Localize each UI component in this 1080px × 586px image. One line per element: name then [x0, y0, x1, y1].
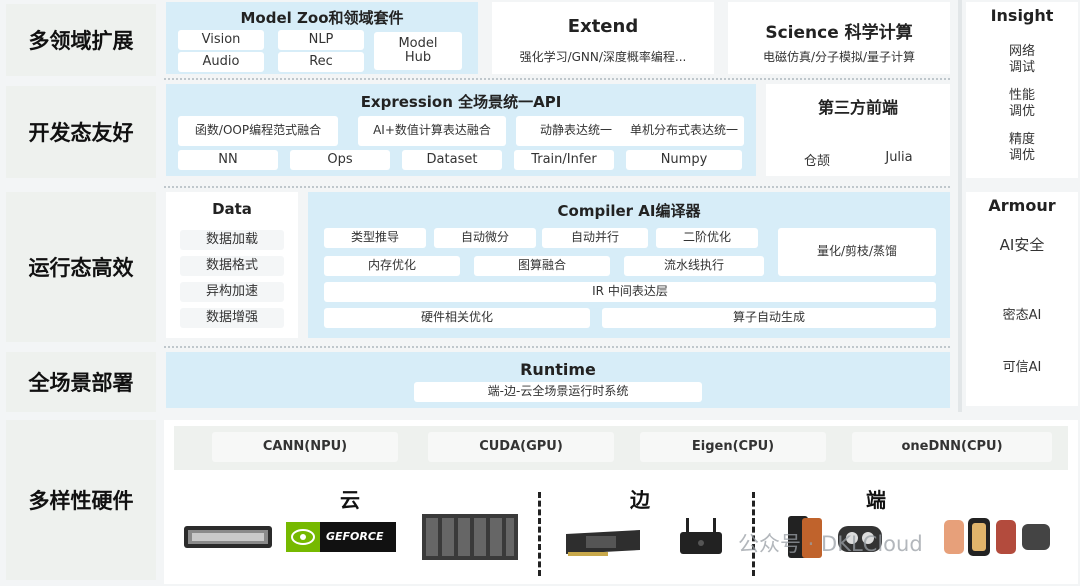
runtime-desc: 端-边-云全场景运行时系统	[414, 382, 702, 402]
compiler-op-gen: 算子自动生成	[602, 308, 936, 328]
third-party-julia: Julia	[864, 150, 934, 165]
expression-dataset: Dataset	[402, 150, 502, 170]
expression-title: Expression 全场景统一API	[166, 91, 756, 112]
data-augment: 数据增强	[180, 308, 284, 328]
extend-panel: Extend 强化学习/GNN/深度概率编程...	[492, 2, 714, 74]
compiler-memory-opt: 内存优化	[324, 256, 460, 276]
row-label-multidomain: 多领域扩展	[6, 4, 156, 76]
data-panel: Data 数据加载 数据格式 异构加速 数据增强	[166, 192, 298, 338]
data-title: Data	[166, 200, 298, 218]
hw-group-device: 端	[846, 484, 906, 513]
compiler-type-infer: 类型推导	[324, 228, 426, 248]
nvidia-geforce-logo-icon: GEFORCE	[286, 522, 396, 552]
third-party-title: 第三方前端	[766, 94, 950, 118]
runtime-panel: Runtime 端-边-云全场景运行时系统	[166, 352, 950, 408]
data-accel: 异构加速	[180, 282, 284, 302]
science-panel: Science 科学计算 电磁仿真/分子模拟/量子计算	[728, 2, 950, 74]
compiler-autoparallel: 自动并行	[542, 228, 648, 248]
compiler-quantization: 量化/剪枝/蒸馏	[778, 228, 936, 276]
row-label-devfriendly: 开发态友好	[6, 86, 156, 178]
compiler-ir: IR 中间表达层	[324, 282, 936, 302]
expression-ai-numeric: AI+数值计算表达融合	[358, 116, 506, 146]
compiler-second-order: 二阶优化	[656, 228, 758, 248]
watermark: 公众号 · DKLCloud	[738, 528, 938, 558]
hw-group-cloud: 云	[320, 484, 380, 513]
backend-cuda: CUDA(GPU)	[428, 432, 614, 462]
backend-eigen: Eigen(CPU)	[640, 432, 826, 462]
expression-ops: Ops	[290, 150, 390, 170]
science-title: Science 科学计算	[728, 18, 950, 43]
expression-nn: NN	[178, 150, 278, 170]
server-rack-icon	[420, 512, 520, 562]
compiler-panel: Compiler AI编译器 类型推导 自动微分 自动并行 二阶优化 量化/剪枝…	[308, 192, 950, 338]
compiler-title: Compiler AI编译器	[308, 200, 950, 221]
expression-oop: 函数/OOP编程范式融合	[178, 116, 338, 146]
model-zoo-title: Model Zoo和领域套件	[166, 7, 478, 28]
accelerator-card-icon	[562, 526, 644, 558]
data-loading: 数据加载	[180, 230, 284, 250]
insight-network-debug: 网络调试	[972, 44, 1072, 77]
armour-trusted-ai: 可信AI	[972, 360, 1072, 376]
data-format: 数据格式	[180, 256, 284, 276]
separator	[164, 186, 950, 188]
model-zoo-audio: Audio	[178, 52, 264, 72]
armour-title: Armour	[966, 196, 1078, 215]
expression-static-dynamic: 动静表达统一	[516, 116, 636, 146]
right-divider	[958, 0, 962, 412]
expression-distributed: 单机分布式表达统一	[624, 116, 744, 146]
expression-numpy: Numpy	[626, 150, 742, 170]
third-party-panel: 第三方前端 仓颉 Julia	[766, 84, 950, 176]
compiler-autodiff: 自动微分	[434, 228, 536, 248]
model-zoo-nlp: NLP	[278, 30, 364, 50]
extend-title: Extend	[492, 16, 714, 37]
hw-group-edge: 边	[610, 484, 670, 513]
smartwatch-icon	[942, 514, 1054, 560]
third-party-cangjie: 仓颉	[782, 150, 852, 169]
geforce-text: GEFORCE	[326, 530, 383, 543]
model-zoo-hub: Model Hub	[374, 32, 462, 70]
extend-desc: 强化学习/GNN/深度概率编程...	[492, 48, 714, 65]
insight-performance: 性能调优	[972, 88, 1072, 121]
separator	[164, 78, 950, 80]
gpu-card-icon	[182, 520, 274, 554]
insight-precision: 精度调优	[972, 132, 1072, 165]
backend-onednn: oneDNN(CPU)	[852, 432, 1052, 462]
row-label-deploy: 全场景部署	[6, 352, 156, 412]
row-label-runtime-efficient: 运行态高效	[6, 192, 156, 342]
hw-divider	[538, 492, 541, 576]
model-zoo-rec: Rec	[278, 52, 364, 72]
armour-ai-security: AI安全	[972, 236, 1072, 255]
science-desc: 电磁仿真/分子模拟/量子计算	[728, 48, 950, 65]
separator	[164, 346, 950, 348]
compiler-hw-opt: 硬件相关优化	[324, 308, 590, 328]
expression-train-infer: Train/Infer	[514, 150, 614, 170]
runtime-title: Runtime	[166, 360, 950, 379]
insight-title: Insight	[966, 6, 1078, 25]
model-zoo-vision: Vision	[178, 30, 264, 50]
compiler-graph-kernel: 图算融合	[474, 256, 610, 276]
expression-panel: Expression 全场景统一API 函数/OOP编程范式融合 AI+数值计算…	[166, 84, 756, 176]
model-zoo-panel: Model Zoo和领域套件 Vision NLP Model Hub Audi…	[166, 2, 478, 74]
row-label-hardware: 多样性硬件	[6, 420, 156, 580]
edge-box-icon	[676, 516, 726, 556]
armour-encrypted-ai: 密态AI	[972, 308, 1072, 324]
backend-cann: CANN(NPU)	[212, 432, 398, 462]
compiler-pipeline: 流水线执行	[624, 256, 764, 276]
